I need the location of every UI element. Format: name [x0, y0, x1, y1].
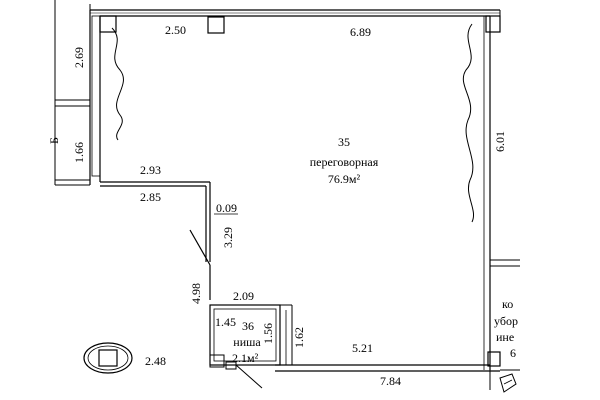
- dim-niche-top: 2.09: [233, 289, 254, 303]
- dim-right-side: 6.01: [493, 131, 507, 152]
- dim-top-right: 6.89: [350, 25, 371, 39]
- cut-room-line3: ине: [496, 330, 514, 344]
- ledge-wall: [100, 181, 211, 262]
- room-36-area: 2.1м²: [232, 351, 259, 365]
- dim-niche-left: 1.45: [215, 315, 236, 329]
- dim-step: 0.09: [216, 201, 237, 215]
- right-wall: [483, 10, 520, 371]
- top-wall: [89, 4, 500, 17]
- column-square-bottom-right: [487, 351, 501, 367]
- dim-niche-right: 1.56: [261, 323, 275, 344]
- column-square-center: [207, 16, 225, 34]
- room-36-name: ниша: [233, 335, 261, 349]
- curtain-right: [462, 23, 474, 223]
- cut-room-line1: ко: [502, 297, 513, 311]
- round-column: [83, 342, 133, 374]
- curtain-left: [111, 27, 124, 141]
- niche-walls: [209, 304, 293, 389]
- dim-ledge-top: 2.93: [140, 163, 161, 177]
- column-square-left: [99, 15, 117, 33]
- cut-room-line4: 6: [510, 346, 516, 360]
- dim-column-label: 2.48: [145, 354, 166, 368]
- dim-bottom-inner: 5.21: [352, 341, 373, 355]
- dim-ledge-bottom: 2.85: [140, 190, 161, 204]
- corner-fixture: [499, 373, 517, 393]
- left-wall: [54, 0, 101, 186]
- dim-diagonal: 4.98: [189, 283, 203, 304]
- dim-left-lower: 1.66: [72, 142, 86, 163]
- room-35-area: 76.9м²: [328, 172, 361, 186]
- cut-room-line2: убор: [494, 314, 518, 328]
- cut-left-label: Б: [47, 137, 61, 144]
- room-36-number: 36: [242, 319, 254, 333]
- column-square-right: [485, 15, 501, 33]
- diagonal-wall: [189, 229, 211, 300]
- dim-niche-side: 1.62: [292, 327, 306, 348]
- room-35-number: 35: [338, 135, 350, 149]
- bottom-wall: [275, 364, 500, 390]
- room-35-name: переговорная: [310, 155, 379, 169]
- dim-step-vertical: 3.29: [221, 227, 235, 248]
- dim-bottom-outer: 7.84: [380, 374, 401, 388]
- dim-left-upper: 2.69: [72, 47, 86, 68]
- dim-top-left: 2.50: [165, 23, 186, 37]
